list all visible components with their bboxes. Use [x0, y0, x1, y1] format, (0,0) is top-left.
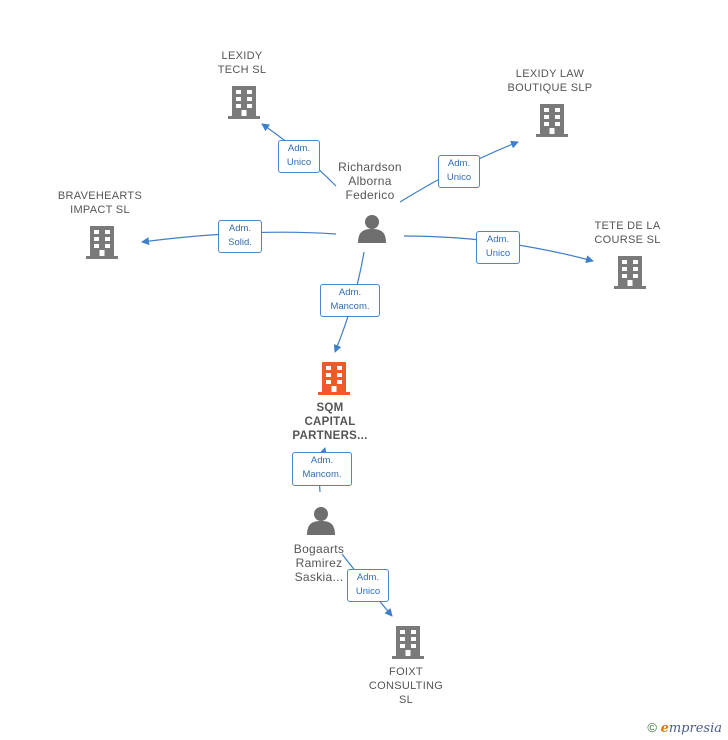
lexidy-tech-label: LEXIDY TECH SL — [217, 50, 267, 76]
node-tete[interactable]: TETE DE LA COURSE SL — [580, 219, 675, 247]
bogaarts-label: Bogaarts Ramirez Saskia... — [293, 542, 345, 584]
edge-label-foixt[interactable]: Adm. Unico — [347, 569, 389, 602]
footer-brand[interactable]: © empresia — [647, 720, 722, 736]
bravehearts-building-icon[interactable] — [86, 226, 118, 259]
sqm-building-icon[interactable] — [318, 362, 350, 395]
edge-label-bravehearts[interactable]: Adm. Solid. — [218, 220, 262, 253]
edge-label-lexidy-law[interactable]: Adm. Unico — [438, 155, 480, 188]
tete-building-icon[interactable] — [614, 256, 646, 289]
node-foixt[interactable]: FOIXT CONSULTING SL — [360, 665, 452, 707]
node-bravehearts[interactable]: BRAVEHEARTS IMPACT SL — [45, 189, 155, 217]
lexidy-tech-building-icon[interactable] — [228, 86, 260, 119]
node-lexidy-tech[interactable]: LEXIDY TECH SL — [192, 49, 292, 77]
lexidy-law-building-icon[interactable] — [536, 104, 568, 137]
node-bogaarts[interactable]: Bogaarts Ramirez Saskia... — [279, 542, 359, 584]
foixt-label: FOIXT CONSULTING SL — [368, 666, 444, 706]
richardson-person-icon[interactable] — [358, 215, 386, 243]
edge-label-lexidy-tech[interactable]: Adm. Unico — [278, 140, 320, 173]
bogaarts-person-icon[interactable] — [307, 507, 335, 535]
edge-label-bogaarts-sqm[interactable]: Adm. Mancom. — [292, 452, 352, 486]
sqm-label: SQM CAPITAL PARTNERS... — [292, 402, 368, 442]
edge-label-sqm[interactable]: Adm. Mancom. — [320, 284, 380, 317]
richardson-label: Richardson Alborna Federico — [338, 160, 402, 202]
node-richardson[interactable]: Richardson Alborna Federico — [325, 160, 415, 202]
copyright-symbol: © — [647, 720, 657, 735]
brand-logo: empresia — [660, 721, 722, 736]
node-lexidy-law[interactable]: LEXIDY LAW BOUTIQUE SLP — [490, 67, 610, 95]
edge-label-tete[interactable]: Adm. Unico — [476, 231, 520, 264]
bravehearts-label: BRAVEHEARTS IMPACT SL — [57, 190, 143, 216]
lexidy-law-label: LEXIDY LAW BOUTIQUE SLP — [507, 68, 593, 94]
tete-label: TETE DE LA COURSE SL — [594, 220, 661, 246]
foixt-building-icon[interactable] — [392, 626, 424, 659]
node-sqm[interactable]: SQM CAPITAL PARTNERS... — [280, 401, 380, 443]
